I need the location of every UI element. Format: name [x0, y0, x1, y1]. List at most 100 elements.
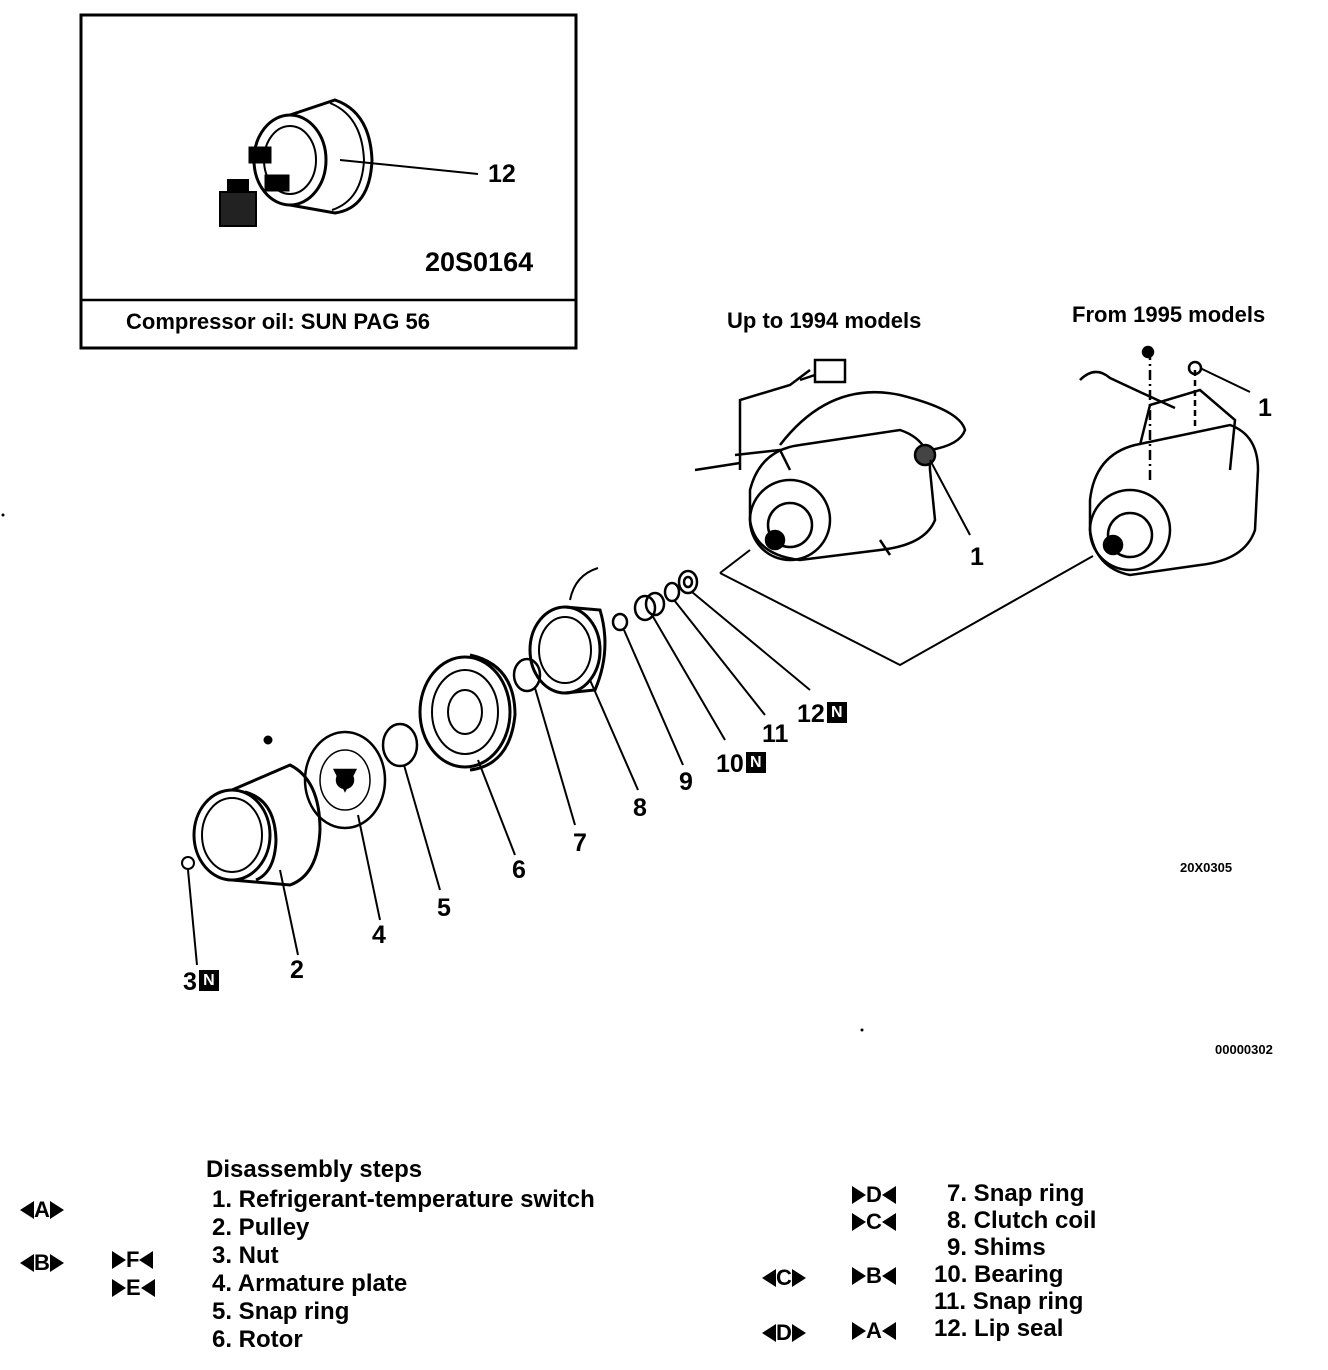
step-3: 3. Nut: [212, 1242, 279, 1269]
right-arrow-icon: [112, 1251, 126, 1269]
shaft-leader-lines: [719, 549, 1094, 667]
install-mark-f: F: [112, 1247, 154, 1272]
left-arrow-icon: [20, 1254, 34, 1272]
callout-3-number: 3: [183, 968, 197, 996]
right-arrow-icon: [852, 1186, 866, 1204]
heading-from-1995: From 1995 models: [1072, 302, 1266, 327]
right-arrow-icon: [852, 1213, 866, 1231]
callout-8: 8: [633, 794, 647, 822]
steps-title: Disassembly steps: [206, 1156, 423, 1183]
snap-ring-7: [512, 657, 542, 693]
mark-letter: B: [866, 1263, 882, 1288]
callout-leaders: [187, 591, 811, 966]
right-arrow-icon: [852, 1322, 866, 1340]
callout-2: 2: [290, 956, 304, 984]
right-arrow-icon: [49, 1201, 64, 1219]
speck: [860, 1028, 864, 1032]
removal-mark-c: C: [762, 1267, 806, 1289]
right-arrow-icon: [852, 1267, 866, 1285]
compressor-1994: [694, 358, 971, 562]
left-arrow-icon: [881, 1213, 896, 1231]
step-10: 10. Bearing: [934, 1261, 1064, 1288]
step-6: 6. Rotor: [212, 1326, 303, 1353]
left-arrow-icon: [140, 1279, 155, 1297]
left-arrow-icon: [881, 1322, 896, 1340]
step-7: 7. Snap ring: [947, 1180, 1085, 1207]
inset-caption: Compressor oil: SUN PAG 56: [126, 309, 430, 334]
callout-10-number: 10: [716, 750, 744, 778]
inset-lip-seal-illustration: [248, 98, 479, 215]
step-8: 8. Clutch coil: [947, 1207, 1097, 1234]
callout-1-late: 1: [1258, 394, 1272, 422]
inset-figure-code: 20S0164: [425, 247, 534, 277]
left-arrow-icon: [762, 1269, 776, 1287]
mark-letter: A: [34, 1197, 50, 1222]
callout-11: 11: [762, 720, 789, 748]
callout-7: 7: [573, 829, 587, 857]
step-5: 5. Snap ring: [212, 1298, 350, 1325]
new-part-mark: N: [198, 970, 219, 991]
left-arrow-icon: [139, 1251, 154, 1269]
new-part-mark: N: [745, 752, 766, 773]
install-mark-e: E: [112, 1277, 155, 1299]
callout-5: 5: [437, 894, 451, 922]
mark-letter: A: [866, 1318, 882, 1343]
clutch-coil: [528, 567, 607, 695]
mark-letter: D: [866, 1182, 882, 1207]
pulley: [192, 735, 322, 887]
left-arrow-icon: [20, 1201, 34, 1219]
right-arrow-icon: [112, 1279, 126, 1297]
left-arrow-icon: [762, 1324, 776, 1342]
compressor-1995: [1079, 345, 1260, 577]
nut: [181, 856, 195, 870]
step-1: 1. Refrigerant-temperature switch: [212, 1186, 595, 1213]
right-arrow-icon: [49, 1254, 64, 1272]
callout-12-number: 12: [797, 700, 825, 728]
rotor: [418, 653, 517, 772]
callout-1-early: 1: [970, 543, 984, 571]
step-9: 9. Shims: [947, 1234, 1046, 1261]
install-mark-a: A: [852, 1320, 896, 1342]
mark-letter: D: [776, 1320, 792, 1345]
callout-9: 9: [679, 768, 693, 796]
right-arrow-icon: [791, 1269, 806, 1287]
step-12: 12. Lip seal: [934, 1315, 1064, 1342]
mark-letter: C: [776, 1265, 792, 1290]
step-4: 4. Armature plate: [212, 1270, 408, 1297]
figure-code-page: 00000302: [1215, 1042, 1273, 1057]
install-mark-c: C: [852, 1211, 896, 1233]
inset-frame: [79, 13, 578, 350]
figure-code-main: 20X0305: [1180, 860, 1233, 875]
speck: [1, 513, 5, 517]
snap-ring-11: [663, 581, 681, 603]
armature-plate: [303, 730, 387, 830]
removal-mark-b: B: [20, 1252, 64, 1274]
oil-bottle-icon: [219, 179, 257, 227]
step-2: 2. Pulley: [212, 1214, 310, 1241]
right-arrow-icon: [791, 1324, 806, 1342]
mark-letter: E: [126, 1275, 141, 1300]
heading-up-to-1994: Up to 1994 models: [727, 308, 922, 333]
inset-callout-12: 12: [488, 160, 516, 188]
bearing: [633, 591, 666, 622]
new-part-mark: N: [826, 702, 847, 723]
callout-4: 4: [372, 921, 386, 949]
shims: [611, 612, 629, 632]
install-mark-b: B: [852, 1265, 896, 1287]
removal-mark-a: A: [20, 1199, 64, 1221]
mark-letter: C: [866, 1209, 882, 1234]
left-arrow-icon: [881, 1186, 896, 1204]
mark-letter: B: [34, 1250, 50, 1275]
install-mark-d: D: [852, 1184, 896, 1206]
step-11: 11. Snap ring: [934, 1288, 1084, 1315]
removal-mark-d: D: [762, 1322, 806, 1344]
lip-seal: [677, 569, 699, 595]
mark-letter: F: [126, 1247, 140, 1272]
left-arrow-icon: [881, 1267, 896, 1285]
callout-6: 6: [512, 856, 526, 884]
snap-ring-5: [381, 722, 419, 768]
